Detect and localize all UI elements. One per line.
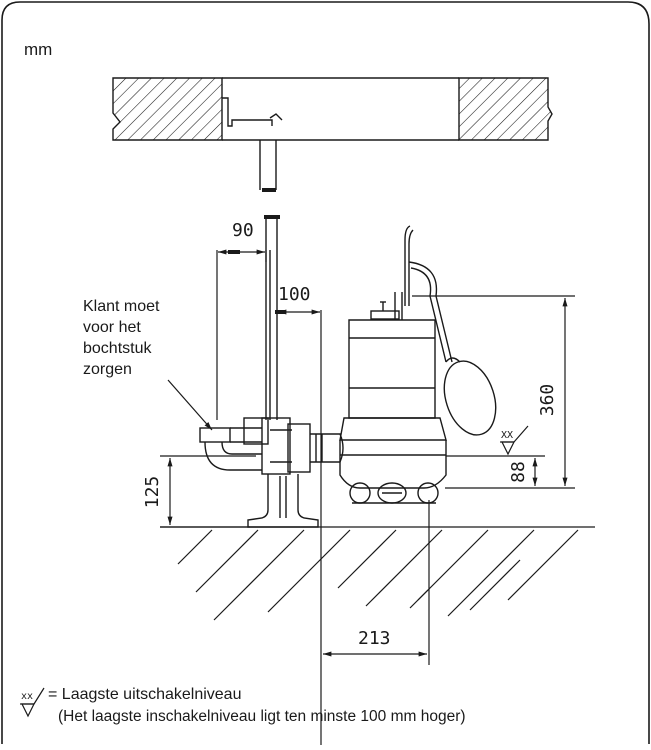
- legend-level-symbol: xx: [20, 687, 45, 718]
- pump-body: [339, 301, 447, 504]
- callout-leader: [167, 379, 213, 431]
- discharge-pipe: [259, 140, 286, 420]
- dimension-88: 88: [446, 455, 545, 486]
- unit-label: mm: [24, 40, 53, 59]
- dimension-90-label: 90: [232, 220, 254, 241]
- callout-line: bochtstuk: [83, 340, 152, 357]
- floor-ground: [160, 526, 595, 621]
- float-switch: [443, 357, 497, 436]
- legend-symbol-tag: xx: [21, 691, 33, 702]
- callout-line: zorgen: [83, 361, 132, 378]
- pump-coupling: [261, 417, 344, 475]
- legend-note: (Het laagste inschakelniveau ligt ten mi…: [58, 708, 466, 725]
- upper-bracket: [222, 97, 283, 127]
- pedestal-base: [247, 474, 319, 528]
- callout-line: Klant moet: [83, 298, 160, 315]
- dimension-360-label: 360: [537, 384, 558, 417]
- dimension-213-label: 213: [358, 628, 391, 649]
- dimension-100: 100: [278, 284, 322, 750]
- dimension-360: 360: [412, 295, 575, 489]
- power-cable: [394, 225, 453, 363]
- callout-line: voor het: [83, 319, 141, 336]
- legend-text: = Laagste uitschakelniveau: [48, 686, 242, 703]
- dimension-88-label: 88: [508, 461, 529, 483]
- dimension-213: 213: [323, 500, 430, 665]
- dimension-100-label: 100: [278, 284, 311, 305]
- switch-off-level-symbol: XX: [500, 425, 529, 456]
- dimension-125-label: 125: [142, 476, 163, 509]
- pipe-elbow: [199, 417, 269, 471]
- dimension-125: 125: [142, 455, 256, 528]
- ceiling-slab: [112, 77, 553, 141]
- level-tag-label: XX: [501, 430, 513, 441]
- callout-note: Klant moet voor het bochtstuk zorgen: [83, 296, 159, 380]
- dimension-90: 90: [216, 220, 267, 420]
